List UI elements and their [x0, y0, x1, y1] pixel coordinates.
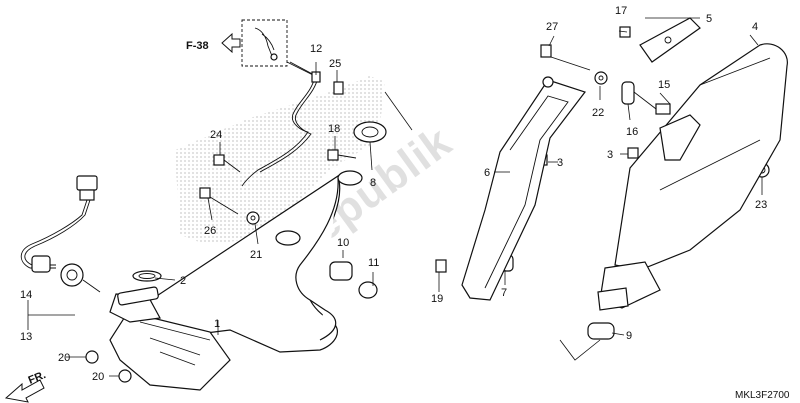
part-label: 24 — [210, 129, 222, 141]
part-label: 21 — [250, 249, 262, 261]
part-label: 22 — [592, 107, 604, 119]
part-label: 4 — [752, 21, 758, 33]
reference-arrow-icon — [221, 32, 241, 54]
part-label: 19 — [431, 293, 443, 305]
part-label: 16 — [626, 126, 638, 138]
part-label: 20 — [58, 352, 70, 364]
part-label: 13 — [20, 331, 32, 343]
part-label: 9 — [626, 330, 632, 342]
part-labels: 1 2 3 3 4 5 6 7 8 9 10 11 12 13 14 15 16… — [20, 5, 767, 383]
leader-lines — [27, 17, 763, 377]
part-label: 5 — [706, 13, 712, 25]
part-label: 23 — [755, 199, 767, 211]
sensor-connector — [20, 175, 101, 293]
reference-box — [241, 19, 288, 67]
reference-label: F-38 — [186, 40, 209, 52]
part-label: 3 — [557, 157, 563, 169]
shaded-area — [175, 76, 385, 244]
part-label: 26 — [204, 225, 216, 237]
part-label: 18 — [328, 123, 340, 135]
part-label: 1 — [214, 318, 220, 330]
part-label: 10 — [337, 237, 349, 249]
part-label: 6 — [484, 167, 490, 179]
reference-f38[interactable]: F-38 — [186, 19, 288, 67]
part-label: 2 — [180, 275, 186, 287]
part-label: 17 — [615, 5, 627, 17]
o2-sensor-wire — [241, 61, 321, 187]
part-label: 12 — [310, 43, 322, 55]
part-label: 3 — [607, 149, 613, 161]
part-label: 14 — [20, 289, 32, 301]
exhaust-pipe — [109, 170, 363, 391]
part-label: 7 — [501, 287, 507, 299]
muffler — [587, 17, 788, 340]
front-direction-arrow: FR. — [4, 369, 48, 403]
part-label: 20 — [92, 371, 104, 383]
part-label: 25 — [329, 58, 341, 70]
gasket — [132, 270, 162, 282]
diagram-code: MKL3F2700 — [735, 390, 790, 401]
svg-text:FR.: FR. — [27, 369, 48, 387]
part-label: 11 — [368, 257, 379, 269]
part-label: 27 — [546, 21, 558, 33]
part-label: 8 — [370, 177, 376, 189]
heat-shield — [461, 76, 586, 301]
part-label: 15 — [658, 79, 670, 91]
